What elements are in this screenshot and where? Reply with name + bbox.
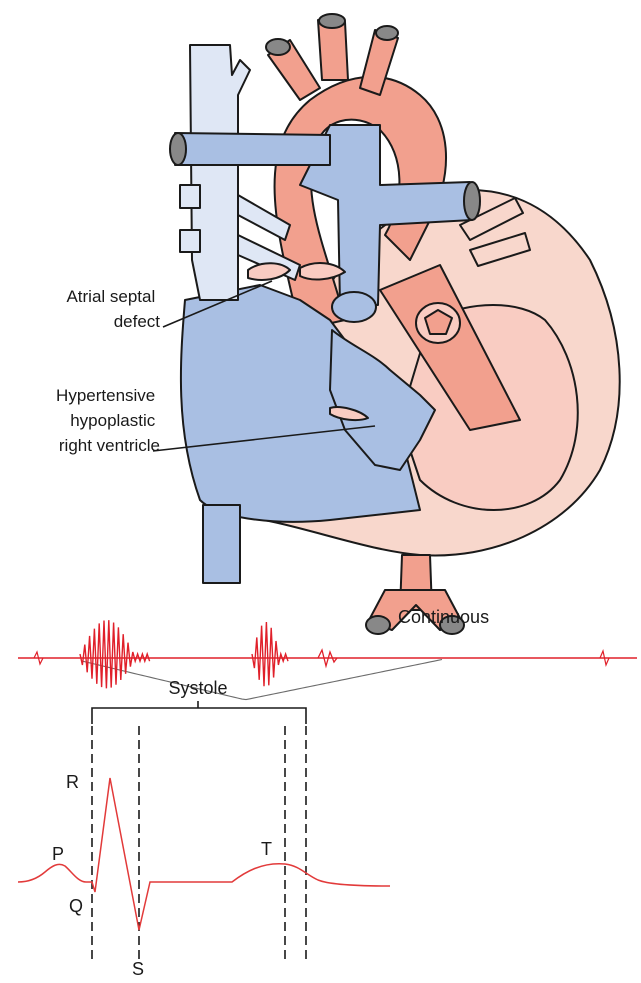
asd-label: Atrial septal defect: [66, 287, 160, 331]
pa-branch-opening-left: [169, 132, 187, 166]
ecg-label-q: Q: [69, 896, 83, 916]
descending-aorta-region: [379, 264, 521, 431]
ecg-tracing: Systole P R Q S T: [17, 678, 391, 979]
pulmonary-artery-trunk: [299, 124, 473, 306]
foramen-flap: [299, 262, 346, 281]
phono-marker-left: [33, 650, 44, 666]
hypoplastic-right-ventricle: [329, 329, 436, 471]
murmur-red-accent: [317, 648, 338, 669]
systole-bracket: [91, 701, 307, 724]
ecg-label-s: S: [132, 959, 144, 979]
pulmonary-vein-left-1: [179, 184, 201, 209]
asd-leader-line: [162, 280, 273, 328]
phonocardiogram: Continuous: [18, 607, 637, 701]
phono-marker-right: [599, 649, 610, 667]
inferior-vena-cava: [202, 504, 241, 584]
ecg-label-t: T: [261, 839, 272, 859]
continuous-murmur-waveform: [81, 658, 443, 701]
tricuspid-valve: [329, 406, 369, 422]
pulmonary-vein-upper: [459, 197, 524, 241]
first-heart-sound-burst: [79, 620, 151, 689]
pulmonary-artery-left-branch: [174, 132, 331, 166]
iliac-opening-left: [365, 615, 391, 635]
arch-branch-1-opening: [265, 38, 291, 56]
arch-branch-3-opening: [375, 25, 399, 41]
systole-label: Systole: [168, 678, 227, 698]
pulmonary-vein-connections: [237, 194, 301, 281]
rv-leader-line: [152, 425, 376, 452]
ecg-waveform: [17, 777, 391, 931]
rv-label: Hypertensive hypoplastic right ventricle: [56, 386, 160, 455]
second-heart-sound-burst: [251, 622, 289, 687]
pa-branch-opening-right: [463, 181, 481, 221]
pulmonary-vein-left-2: [179, 229, 201, 253]
ecg-label-p: P: [52, 844, 64, 864]
superior-vena-cava: [189, 44, 251, 301]
pulmonary-vein-lower: [469, 232, 531, 267]
iliac-opening-right: [439, 615, 465, 635]
arch-branch-2-opening: [318, 13, 346, 29]
heart-illustration: [169, 13, 621, 635]
aortic-valve-leaflets: [424, 309, 453, 335]
continuous-label: Continuous: [398, 607, 489, 627]
atrial-septal-defect: [247, 262, 291, 281]
ecg-label-r: R: [66, 772, 79, 792]
pulmonary-valve: [331, 291, 377, 323]
arch-branch-2: [317, 19, 349, 81]
